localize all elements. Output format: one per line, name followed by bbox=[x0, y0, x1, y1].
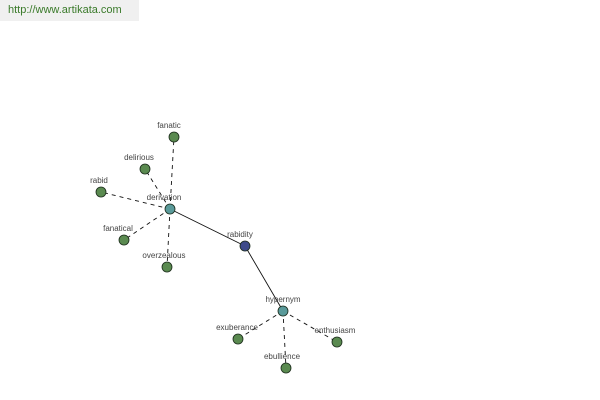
node-rabidity[interactable]: rabidity bbox=[227, 230, 253, 252]
node-circle-fanatic[interactable] bbox=[168, 131, 180, 143]
graph-nodes: rabidity derivation hypernym fanatic delirio… bbox=[90, 121, 356, 374]
node-overzealous[interactable]: overzealous bbox=[142, 251, 186, 273]
node-label-rabid: rabid bbox=[90, 176, 108, 185]
node-circle-hypernym[interactable] bbox=[277, 305, 289, 317]
node-circle-ebullience[interactable] bbox=[280, 362, 292, 374]
node-label-overzealous: overzealous bbox=[142, 251, 185, 260]
node-label-enthusiasm: enthusiasm bbox=[315, 326, 356, 335]
node-circle-delirious[interactable] bbox=[139, 163, 151, 175]
node-label-fanatic: fanatic bbox=[157, 121, 181, 130]
node-circle-rabid[interactable] bbox=[95, 186, 107, 198]
node-exuberance[interactable]: exuberance bbox=[216, 323, 258, 345]
node-derivation[interactable]: derivation bbox=[147, 193, 182, 215]
node-fanatical[interactable]: fanatical bbox=[103, 224, 133, 246]
node-hypernym[interactable]: hypernym bbox=[265, 295, 301, 317]
node-ebullience[interactable]: ebullience bbox=[264, 352, 301, 374]
url-bar: http://www.artikata.com bbox=[0, 0, 139, 21]
edge-derivation-rabid bbox=[100, 191, 171, 210]
node-circle-exuberance[interactable] bbox=[232, 333, 244, 345]
node-label-delirious: delirious bbox=[124, 153, 154, 162]
edge-derivation-overzealous bbox=[166, 208, 171, 268]
edge-hypernym-exuberance bbox=[237, 310, 284, 340]
node-label-fanatical: fanatical bbox=[103, 224, 133, 233]
node-enthusiasm[interactable]: enthusiasm bbox=[315, 326, 356, 348]
node-label-derivation: derivation bbox=[147, 193, 182, 202]
node-circle-overzealous[interactable] bbox=[161, 261, 173, 273]
node-circle-enthusiasm[interactable] bbox=[331, 336, 343, 348]
graph-edges bbox=[100, 136, 338, 369]
node-delirious[interactable]: delirious bbox=[124, 153, 154, 175]
edge-hypernym-ebullience bbox=[282, 310, 287, 369]
node-label-rabidity: rabidity bbox=[227, 230, 253, 239]
edge-rabidity-hypernym bbox=[244, 245, 284, 312]
edge-rabidity-derivation bbox=[169, 208, 246, 247]
node-label-hypernym: hypernym bbox=[265, 295, 300, 304]
node-label-exuberance: exuberance bbox=[216, 323, 258, 332]
node-label-ebullience: ebullience bbox=[264, 352, 301, 361]
node-circle-fanatical[interactable] bbox=[118, 234, 130, 246]
edge-derivation-delirious bbox=[144, 168, 171, 210]
node-circle-rabidity[interactable] bbox=[239, 240, 251, 252]
node-fanatic[interactable]: fanatic bbox=[157, 121, 181, 143]
edge-derivation-fanatical bbox=[123, 208, 171, 241]
edge-hypernym-enthusiasm bbox=[282, 310, 338, 343]
site-url-link[interactable]: http://www.artikata.com bbox=[8, 4, 122, 16]
node-circle-derivation[interactable] bbox=[164, 203, 176, 215]
node-rabid[interactable]: rabid bbox=[90, 176, 108, 198]
